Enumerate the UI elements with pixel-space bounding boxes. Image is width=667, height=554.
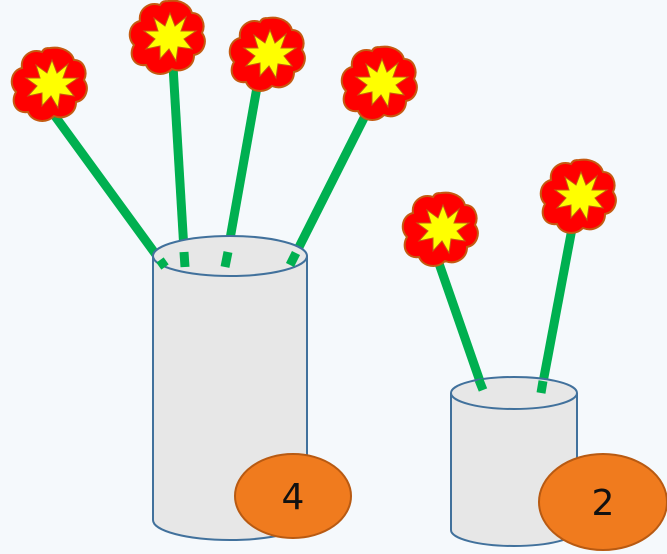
stem-6	[536, 217, 579, 394]
stem-2	[168, 65, 190, 268]
stem-base-4	[285, 250, 301, 268]
small-vase-rim	[450, 376, 578, 410]
flower-4	[340, 45, 418, 121]
stems	[48, 65, 579, 394]
stem-4	[285, 109, 372, 268]
small-vase-badge-circle	[538, 453, 667, 551]
stem-base-3	[220, 251, 233, 268]
small-vase-badge-label: 2	[592, 483, 615, 524]
stem-base-2	[179, 251, 190, 268]
stem-bases	[156, 250, 548, 394]
stem-base-5	[474, 378, 488, 392]
flower-6	[539, 158, 617, 234]
flower-3	[228, 16, 306, 92]
large-vase-badge: 4	[234, 453, 352, 539]
large-vase-badge-circle	[234, 453, 352, 539]
stem-5	[430, 250, 488, 392]
flower-5	[401, 191, 479, 267]
stem-base-6	[536, 380, 548, 394]
flower-2	[128, 0, 206, 75]
small-vase-badge: 2	[538, 453, 667, 551]
large-vase-badge-label: 4	[282, 477, 305, 518]
flower-1	[10, 46, 88, 122]
stem-base-1	[156, 257, 169, 270]
stem-1	[48, 109, 169, 270]
